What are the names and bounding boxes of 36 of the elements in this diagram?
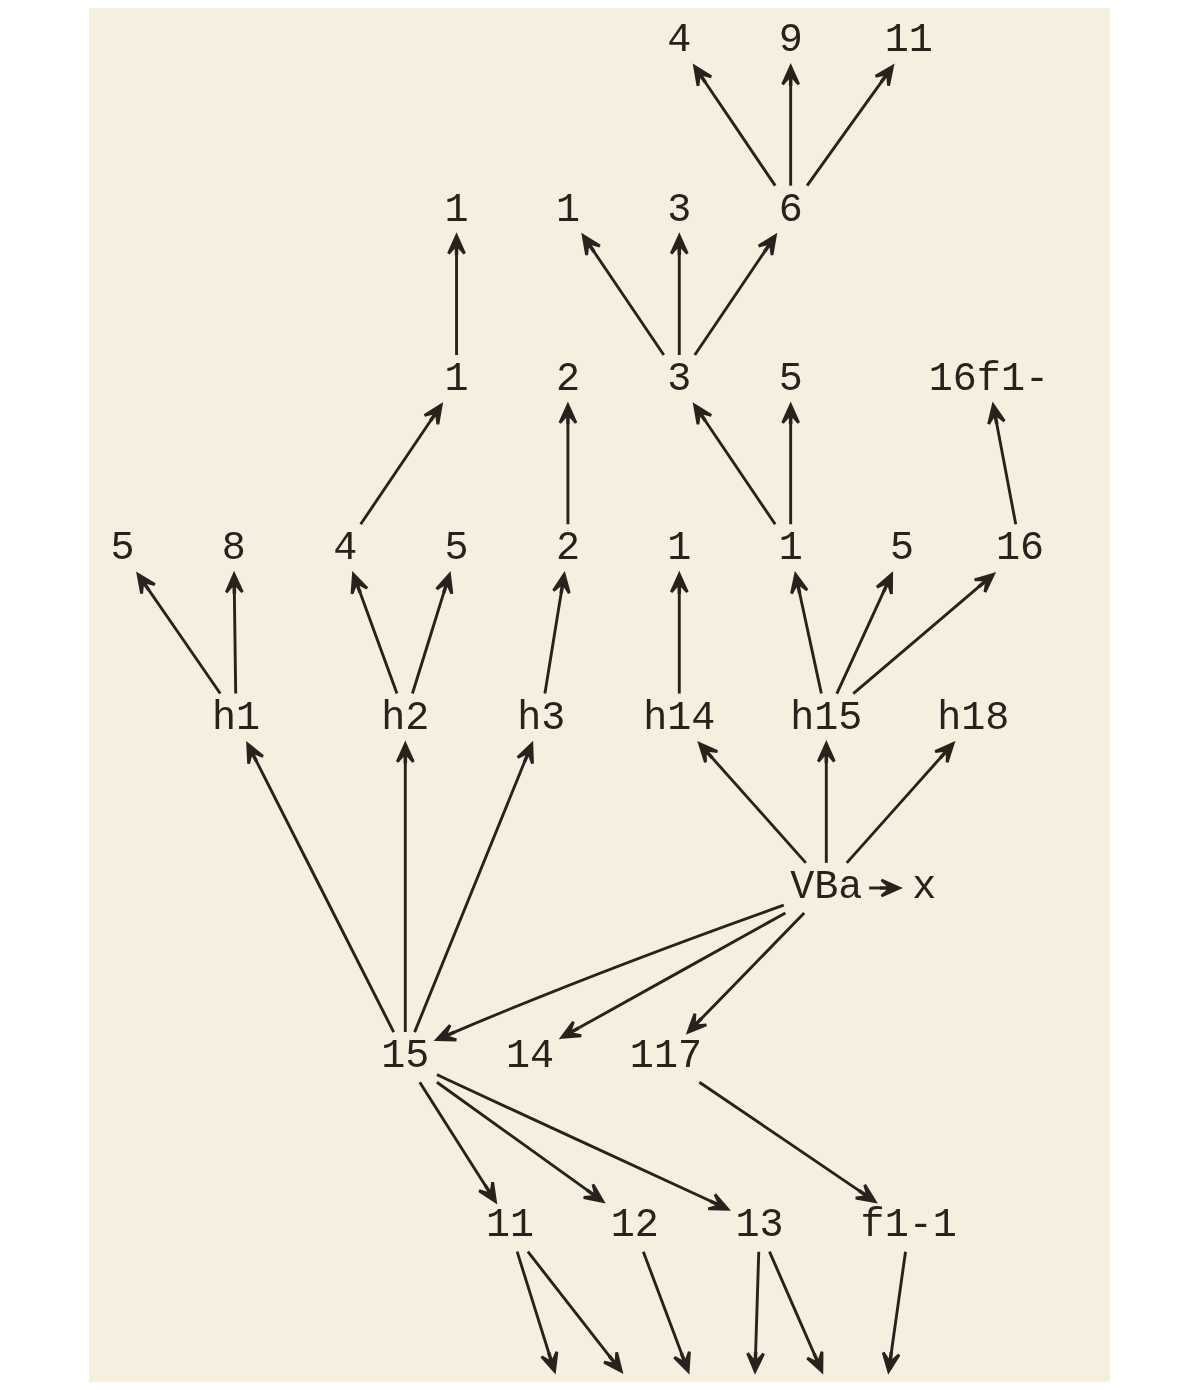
node-text: 16 <box>995 526 1044 572</box>
node-text: 3 <box>666 187 691 233</box>
node-text: 117 <box>629 1034 702 1080</box>
node-text: 4 <box>332 526 357 572</box>
node-text: 1 <box>444 187 469 233</box>
node-text: 8 <box>221 526 246 572</box>
node-text: 11 <box>884 18 933 64</box>
node-text: 5 <box>109 526 134 572</box>
node-text: 11 <box>485 1203 534 1249</box>
node-text: 12 <box>610 1203 659 1249</box>
node-text: h3 <box>516 695 565 741</box>
node-text: h18 <box>936 695 1009 741</box>
node-text: x <box>911 864 936 910</box>
node-text: 5 <box>889 526 914 572</box>
node-text: 5 <box>444 526 469 572</box>
node-text: 9 <box>778 18 803 64</box>
node-text: 4 <box>666 18 691 64</box>
node-text: 1 <box>555 187 580 233</box>
node-text: h1 <box>211 695 260 741</box>
node-text: h15 <box>789 695 862 741</box>
node-text: 2 <box>555 526 580 572</box>
node-text: 1 <box>444 356 469 402</box>
node-text: h2 <box>380 695 429 741</box>
node-text: 15 <box>380 1034 429 1080</box>
node-text: 2 <box>555 356 580 402</box>
node-text: 16f1- <box>928 356 1049 402</box>
node-text: 6 <box>778 187 803 233</box>
node-text: 1 <box>778 526 803 572</box>
node-text: f1-1 <box>860 1203 957 1249</box>
node-text: 13 <box>734 1203 784 1249</box>
node-text: 14 <box>505 1034 554 1080</box>
node-text: h14 <box>642 695 715 741</box>
node-text: 5 <box>778 356 803 402</box>
node-text: 1 <box>666 526 691 572</box>
node-text: 3 <box>666 356 691 402</box>
node-text: VBa <box>789 864 862 910</box>
